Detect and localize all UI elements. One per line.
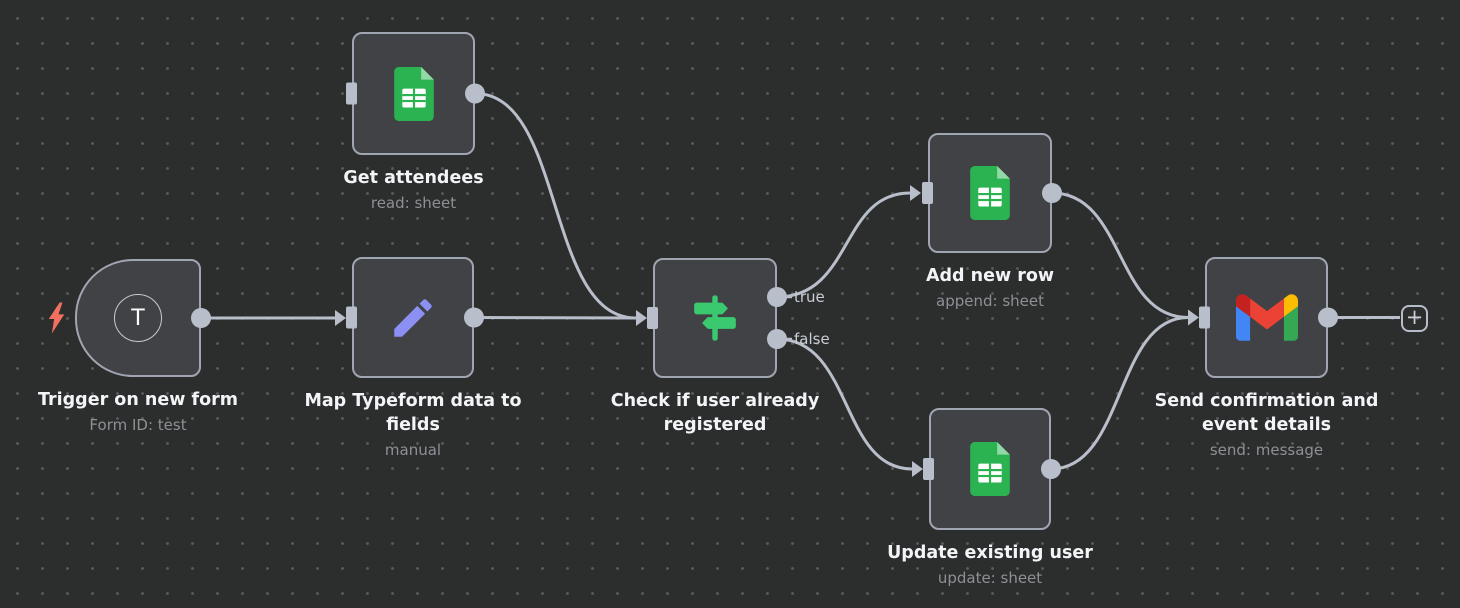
output-label-false: false: [794, 330, 830, 348]
gmail-icon: [1235, 294, 1298, 341]
google-sheets-icon: [970, 166, 1010, 220]
node-title: Check if user already registered: [610, 391, 820, 435]
switch-signpost-icon: [694, 295, 736, 341]
node-box[interactable]: [352, 257, 474, 378]
node-title: Send confirmation and event details: [1154, 391, 1379, 435]
node-send-confirmation[interactable]: Send confirmation and event details send…: [1155, 257, 1378, 459]
arrowhead-icon: [910, 185, 921, 201]
node-box[interactable]: [928, 133, 1052, 253]
plus-icon: +: [1405, 305, 1424, 329]
node-box[interactable]: [352, 32, 475, 155]
node-title: Map Typeform data to fields: [304, 391, 522, 435]
lightning-bolt-icon: [47, 302, 66, 334]
node-subtitle: Form ID: test: [89, 416, 187, 434]
node-subtitle: manual: [384, 441, 442, 459]
arrowhead-icon: [1188, 309, 1199, 326]
typeform-letter: T: [131, 305, 145, 331]
arrowhead-icon: [636, 310, 647, 326]
node-update-existing-user[interactable]: Update existing user update: sheet: [887, 408, 1093, 587]
node-box[interactable]: T: [75, 259, 201, 377]
add-node-button[interactable]: +: [1401, 305, 1428, 332]
node-check-if-registered[interactable]: Check if user already registered: [611, 258, 819, 435]
node-map-typeform-data[interactable]: Map Typeform data to fields manual: [304, 257, 522, 459]
google-sheets-icon: [970, 442, 1010, 496]
node-title: Update existing user: [887, 543, 1093, 563]
node-box[interactable]: [1205, 257, 1328, 378]
google-sheets-icon: [393, 66, 434, 121]
output-label-true: true: [794, 288, 825, 306]
typeform-icon: T: [114, 294, 162, 342]
node-subtitle: append: sheet: [936, 292, 1044, 310]
node-title: Add new row: [925, 266, 1055, 286]
node-subtitle: read: sheet: [370, 194, 457, 212]
node-title: Trigger on new form: [38, 390, 238, 410]
node-box[interactable]: [653, 258, 777, 378]
node-get-attendees[interactable]: Get attendees read: sheet: [343, 32, 484, 212]
node-subtitle: send: message: [1209, 441, 1324, 459]
arrowhead-icon: [912, 461, 923, 477]
pencil-icon: [394, 298, 432, 337]
node-title: Get attendees: [343, 168, 484, 188]
node-trigger-on-new-form[interactable]: T Trigger on new form Form ID: test: [38, 259, 238, 434]
node-box[interactable]: [929, 408, 1051, 530]
arrowhead-icon: [335, 310, 346, 326]
node-subtitle: update: sheet: [937, 569, 1043, 587]
node-add-new-row[interactable]: Add new row append: sheet: [926, 133, 1054, 310]
edge-map-to-check[interactable]: [473, 316, 637, 320]
